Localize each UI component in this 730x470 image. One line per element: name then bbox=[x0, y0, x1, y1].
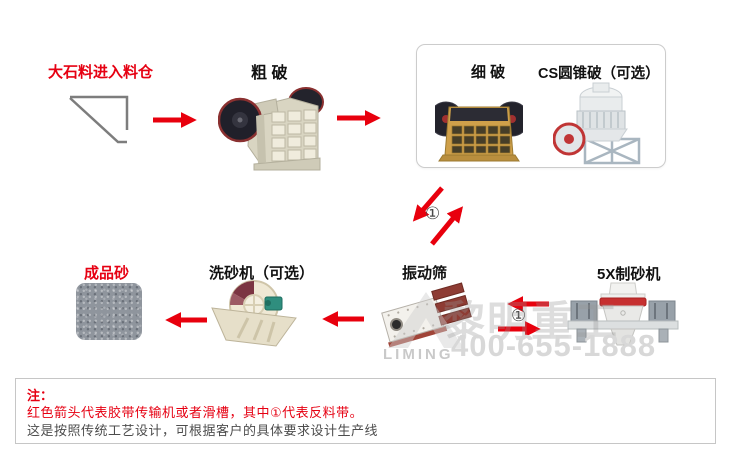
note-line2: 这是按照传统工艺设计，可根据客户的具体要求设计生产线 bbox=[27, 423, 379, 438]
diagonal-arrow-down-left bbox=[412, 186, 444, 222]
vibrating-screen-image bbox=[381, 282, 472, 348]
conveyor-arrow-screen-to-washer bbox=[322, 310, 364, 328]
finished-sand-label: 成品砂 bbox=[84, 265, 130, 282]
conveyor-arrow-sandmaker-to-screen bbox=[507, 295, 549, 313]
diagonal-arrow-up-right bbox=[430, 206, 464, 246]
vibrating-screen-label: 振动筛 bbox=[402, 265, 448, 282]
sand-maker-label: 5X制砂机 bbox=[597, 266, 661, 283]
note-title: 注： bbox=[27, 388, 54, 403]
note-box: 注： 红色箭头代表胶带传输机或者滑槽，其中①代表反料带。 这是按照传统工艺设计，… bbox=[15, 378, 716, 444]
conveyor-arrow-feed-to-coarse bbox=[153, 111, 197, 129]
coarse-crusher-label: 粗 破 bbox=[251, 65, 288, 82]
fine-crushing-box: 细 破 CS圆锥破（可选） bbox=[416, 44, 666, 168]
conveyor-arrow-coarse-to-fine bbox=[337, 109, 381, 127]
sand-maker-image bbox=[567, 282, 679, 346]
sand-washer-image bbox=[211, 280, 297, 347]
return-arrow-screen-to-sandmaker bbox=[498, 320, 541, 338]
sand-washer-label: 洗砂机（可选） bbox=[209, 265, 315, 282]
return-belt-marker-top: ① bbox=[425, 204, 441, 223]
note-line1: 红色箭头代表胶带传输机或者滑槽，其中①代表反料带。 bbox=[27, 405, 364, 420]
conveyor-arrow-washer-to-product bbox=[165, 311, 207, 329]
brand-logo-icon bbox=[388, 292, 464, 348]
cone-crusher-label: CS圆锥破（可选） bbox=[538, 66, 660, 82]
finished-sand-image bbox=[76, 283, 142, 340]
cone-crusher-image bbox=[553, 82, 641, 165]
feed-hopper-label: 大石料进入料仓 bbox=[48, 64, 154, 81]
fine-crusher-label: 细 破 bbox=[471, 64, 506, 81]
return-belt-marker-bottom: ① bbox=[511, 306, 527, 325]
hopper-icon bbox=[69, 95, 129, 144]
jaw-crusher-fine-image bbox=[435, 101, 523, 162]
jaw-crusher-coarse-image bbox=[218, 87, 324, 171]
